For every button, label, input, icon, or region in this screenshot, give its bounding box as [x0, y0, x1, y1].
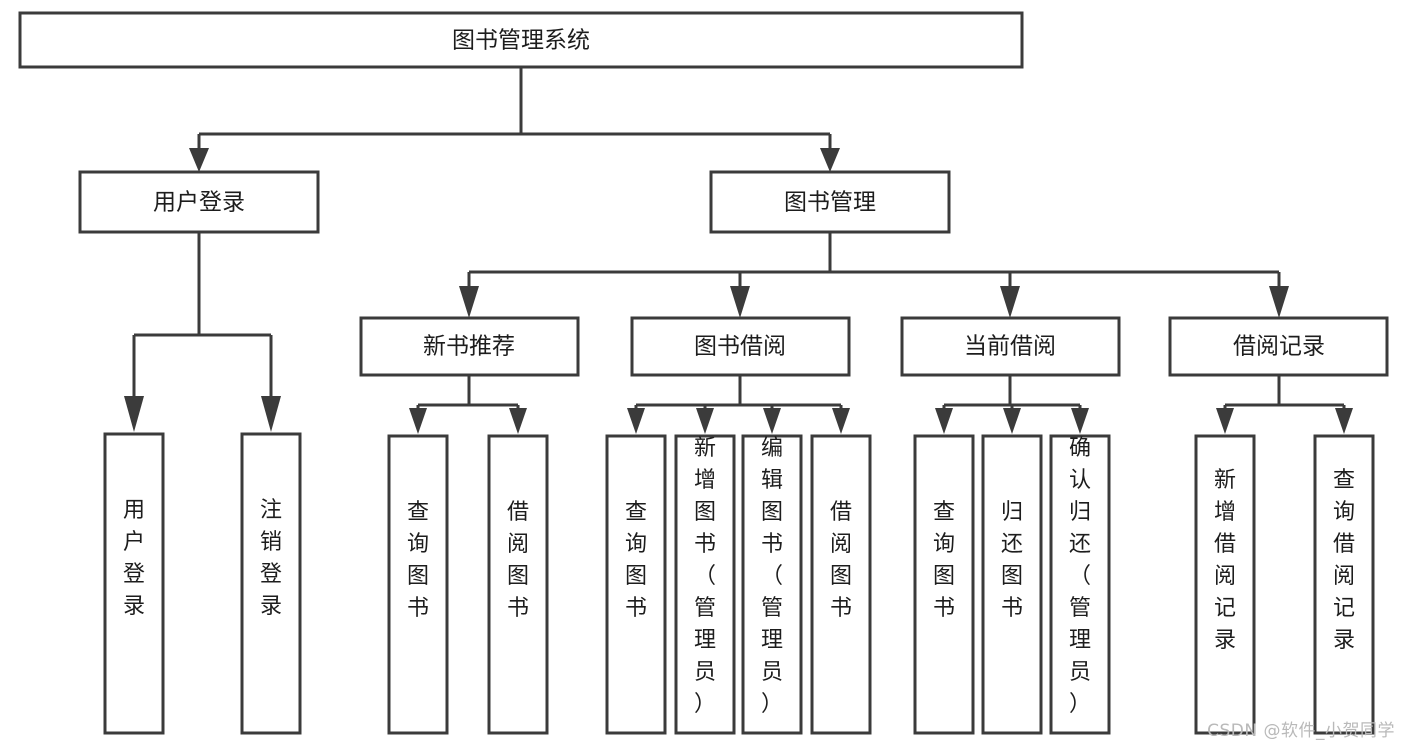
- arrowhead-leaf-7: [763, 408, 781, 434]
- leaf-node-6-label: 新增图书（管理员）: [694, 436, 716, 717]
- arrowhead-current: [1000, 286, 1020, 318]
- node-newbook-label: 新书推荐: [423, 334, 515, 360]
- leaf-node-2-label: 注销登录: [260, 498, 282, 619]
- arrowhead-leaf-4: [509, 408, 527, 434]
- leaf-node-7[interactable]: 编辑图书（管理员）: [741, 434, 803, 735]
- node-borrow[interactable]: 图书借阅: [630, 316, 851, 377]
- leaf-node-8-label: 借阅图书: [830, 500, 852, 621]
- node-current-box[interactable]: [900, 316, 1121, 377]
- leaf-node-9-box[interactable]: [913, 434, 975, 735]
- leaf-node-3-box[interactable]: [387, 434, 449, 735]
- arrowhead-leaf-5: [627, 408, 645, 434]
- node-bookmgmt[interactable]: 图书管理: [709, 170, 951, 234]
- leaf-node-8-box[interactable]: [810, 434, 872, 735]
- node-current[interactable]: 当前借阅: [900, 316, 1121, 377]
- leaf-node-9-label: 查询图书: [933, 500, 955, 621]
- leaf-node-5-label: 查询图书: [625, 500, 647, 621]
- leaf-node-1-box[interactable]: [103, 432, 165, 735]
- node-record-label: 借阅记录: [1233, 334, 1325, 360]
- leaf-node-3[interactable]: 查询图书: [387, 434, 449, 735]
- leaf-node-4-label: 借阅图书: [507, 500, 529, 621]
- leaf-node-13-box[interactable]: [1313, 434, 1375, 735]
- leaf-node-7-label: 编辑图书（管理员）: [761, 436, 783, 717]
- leaf-node-8[interactable]: 借阅图书: [810, 434, 872, 735]
- arrowhead-newbook: [459, 286, 479, 318]
- leaf-node-2[interactable]: 注销登录: [240, 432, 302, 735]
- leaf-node-13[interactable]: 查询借阅记录: [1313, 434, 1375, 735]
- node-root-label: 图书管理系统: [452, 28, 590, 54]
- arrowhead-leaf-3: [409, 408, 427, 434]
- node-record[interactable]: 借阅记录: [1168, 316, 1389, 377]
- leaf-node-10[interactable]: 归还图书: [981, 434, 1043, 735]
- leaf-node-4-box[interactable]: [487, 434, 549, 735]
- leaf-node-13-label: 查询借阅记录: [1333, 468, 1355, 653]
- node-newbook-box[interactable]: [359, 316, 580, 377]
- leaf-node-1[interactable]: 用户登录: [103, 432, 165, 735]
- node-root-box[interactable]: [18, 11, 1024, 69]
- leaf-node-6-box[interactable]: [674, 434, 736, 735]
- leaf-node-1-label: 用户登录: [123, 498, 145, 619]
- node-borrow-label: 图书借阅: [694, 334, 786, 360]
- node-record-box[interactable]: [1168, 316, 1389, 377]
- node-root[interactable]: 图书管理系统: [18, 11, 1024, 69]
- arrowhead-leaf-9: [935, 408, 953, 434]
- arrowhead-leaf-1: [124, 396, 144, 432]
- node-current-label: 当前借阅: [964, 334, 1056, 360]
- leaf-node-7-box[interactable]: [741, 434, 803, 735]
- leaf-node-5-box[interactable]: [605, 434, 667, 735]
- leaf-node-11[interactable]: 确认归还（管理员）: [1049, 434, 1111, 735]
- leaf-node-12-label: 新增借阅记录: [1214, 468, 1236, 653]
- leaf-node-12-box[interactable]: [1194, 434, 1256, 735]
- node-borrow-box[interactable]: [630, 316, 851, 377]
- arrowhead-leaf-8: [832, 408, 850, 434]
- arrowhead-borrow: [730, 286, 750, 318]
- leaf-node-12[interactable]: 新增借阅记录: [1194, 434, 1256, 735]
- leaf-node-5[interactable]: 查询图书: [605, 434, 667, 735]
- arrowhead-record: [1269, 286, 1289, 318]
- leaf-node-10-label: 归还图书: [1001, 500, 1023, 621]
- node-bookmgmt-box[interactable]: [709, 170, 951, 234]
- connector-group: [124, 67, 1353, 434]
- arrowhead-leaf-13: [1335, 408, 1353, 434]
- leaf-node-3-label: 查询图书: [407, 500, 429, 621]
- leaf-node-11-box[interactable]: [1049, 434, 1111, 735]
- arrowhead-leaf-12: [1216, 408, 1234, 434]
- node-bookmgmt-label: 图书管理: [784, 190, 876, 216]
- arrowhead-bookmgmt: [820, 148, 840, 172]
- arrowhead-leaf-11: [1071, 408, 1089, 434]
- node-login-box[interactable]: [78, 170, 320, 234]
- arrowhead-leaf-2: [261, 396, 281, 432]
- leaf-node-10-box[interactable]: [981, 434, 1043, 735]
- leaf-node-2-box[interactable]: [240, 432, 302, 735]
- leaf-node-4[interactable]: 借阅图书: [487, 434, 549, 735]
- leaf-node-9[interactable]: 查询图书: [913, 434, 975, 735]
- leaf-node-6[interactable]: 新增图书（管理员）: [674, 434, 736, 735]
- node-login[interactable]: 用户登录: [78, 170, 320, 234]
- node-login-label: 用户登录: [153, 190, 245, 216]
- arrowhead-leaf-6: [696, 408, 714, 434]
- arrowhead-leaf-10: [1003, 408, 1021, 434]
- arrowhead-login: [189, 148, 209, 172]
- node-newbook[interactable]: 新书推荐: [359, 316, 580, 377]
- leaf-node-11-label: 确认归还（管理员）: [1069, 436, 1091, 717]
